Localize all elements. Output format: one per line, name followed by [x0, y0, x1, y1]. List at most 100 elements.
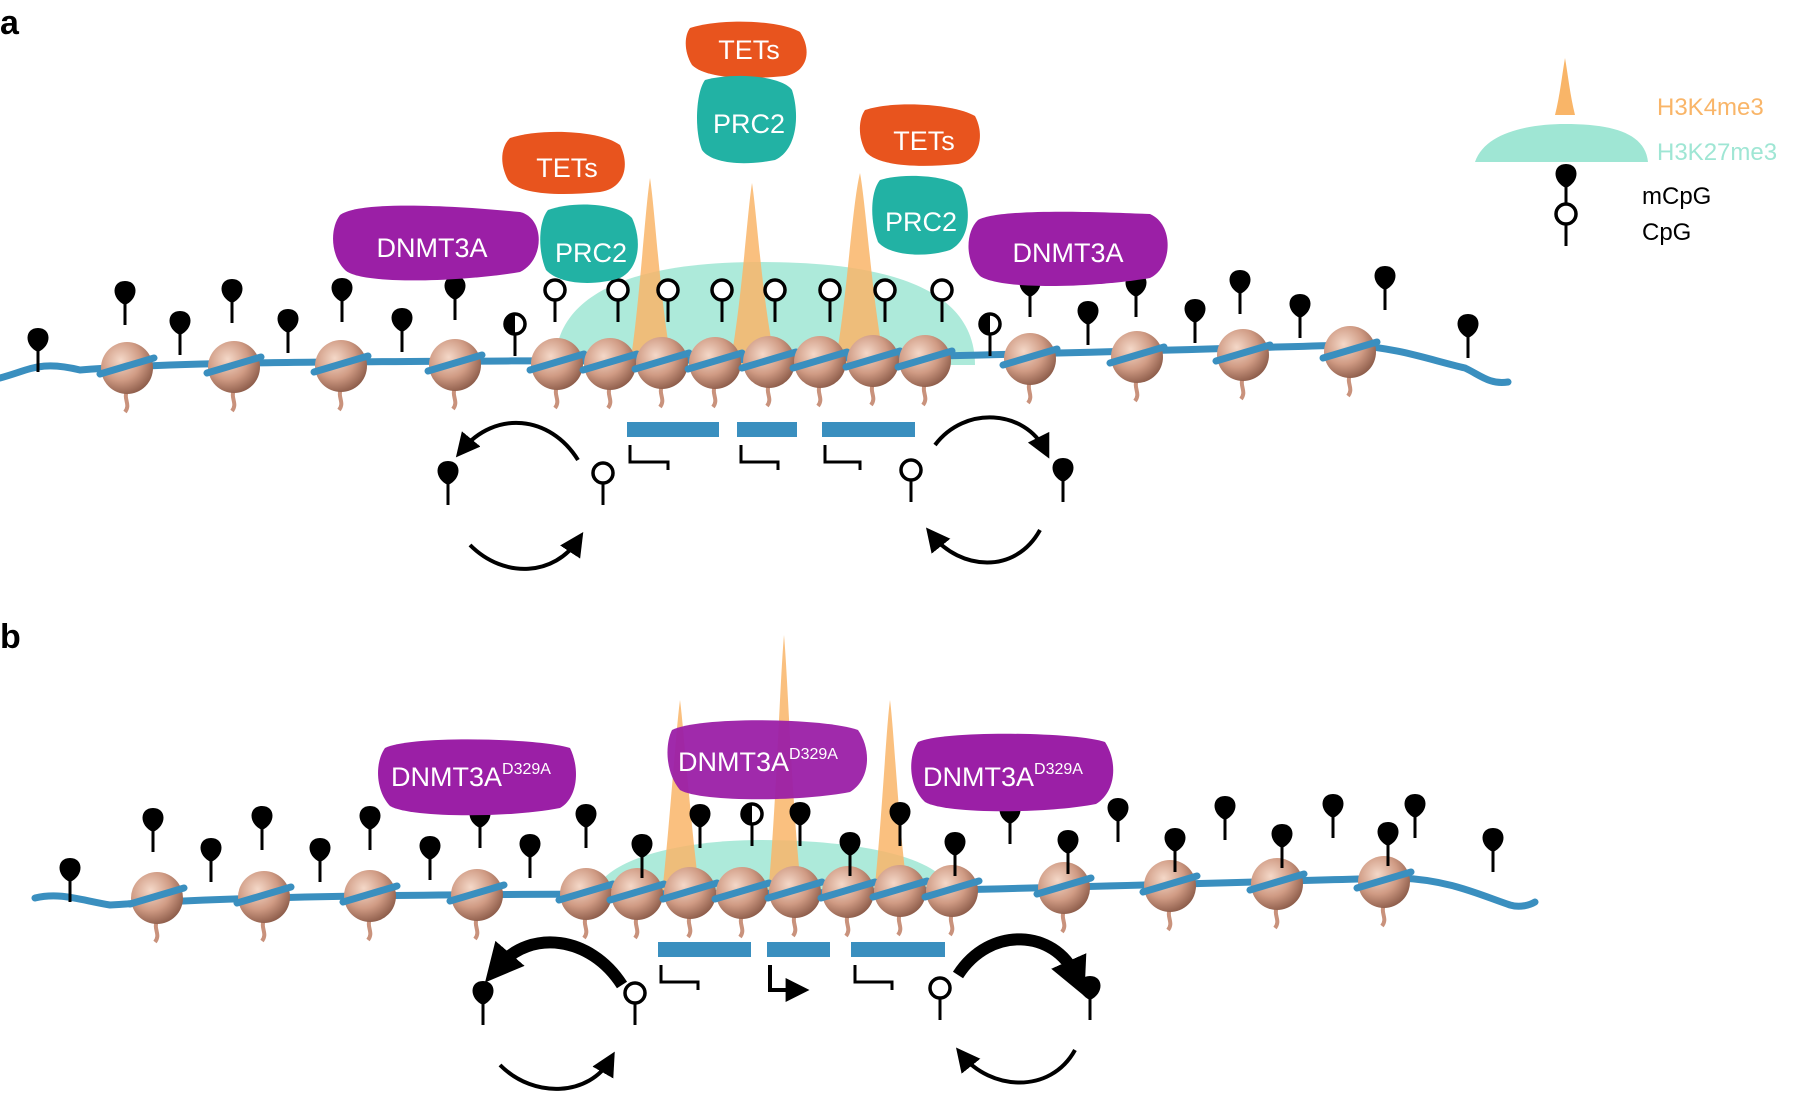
dnmt3a-label: DNMT3A [1012, 238, 1123, 268]
nucleosome-icon [1033, 862, 1095, 934]
h3k4me3-legend-swatch [1555, 58, 1575, 115]
gene-region-a [627, 422, 915, 470]
methylated-cpg-icon [1077, 301, 1099, 345]
hemimethylated-cpg-icon [978, 312, 1002, 356]
dnmt3a-mutant-protein-center-b: DNMT3AD329A [667, 720, 868, 800]
nucleosome-icon [555, 868, 617, 940]
cycle-arrow-icon [498, 1051, 615, 1091]
h3k4me3-legend-label: H3K4me3 [1657, 94, 1764, 121]
transcription-start-site-icon [853, 965, 894, 990]
nucleosome-icon [526, 338, 588, 410]
unmethylated-cpg-icon [606, 278, 630, 322]
methylated-cpg-icon [221, 279, 243, 323]
nucleosome-icon [310, 340, 372, 412]
nucleosome-icon [842, 335, 904, 407]
nucleosome-row-b [126, 856, 1415, 944]
nucleosome-icon [233, 871, 295, 943]
nucleosome-icon [96, 342, 158, 414]
panel-a: DNMT3A DNMT3A TETs PRC2 TETs PRC2 TETs [0, 21, 1512, 571]
hemimethylated-cpg-icon [740, 802, 764, 846]
methylated-cpg-icon [631, 834, 653, 878]
h3k4me3-peak-b3 [874, 700, 908, 895]
nucleosome-icon [789, 336, 851, 408]
panel-a-letter: a [0, 4, 20, 42]
transcription-start-site-icon [628, 445, 670, 470]
nucleosome-icon [1139, 860, 1201, 932]
nucleosome-icon [684, 337, 746, 409]
nucleosome-icon [606, 868, 668, 940]
nucleosome-icon [126, 872, 188, 944]
methylated-cpg-icon [444, 276, 466, 320]
methylated-cpg-icon [1079, 976, 1101, 1020]
tets-label: TETs [893, 126, 955, 156]
dnmt3a-label: DNMT3A [376, 233, 487, 263]
unmethylated-cpg-icon [543, 278, 567, 322]
methylated-cpg-icon [889, 802, 911, 846]
nucleosome-icon [1212, 329, 1274, 401]
nucleosome-icon [424, 339, 486, 411]
cycle-arrow-icon [955, 1047, 1077, 1085]
methylated-cpg-icon [575, 804, 597, 848]
prc2-label: PRC2 [555, 238, 627, 268]
unmethylated-cpg-icon [656, 278, 680, 322]
methylated-cpg-icon [114, 281, 136, 325]
methylated-cpg-icon [277, 309, 299, 353]
methylated-cpg-icon [437, 461, 459, 505]
methylated-cpg-icon [27, 328, 49, 372]
methylated-cpg-icon [1184, 299, 1206, 343]
cpg-legend-label: CpG [1642, 219, 1691, 246]
methylated-cpg-icon [1271, 824, 1293, 868]
methylated-cpg-icon [1457, 314, 1479, 358]
methylated-cpg-icon [1482, 828, 1504, 872]
nucleosome-icon [738, 336, 800, 408]
methylation-cycle-left-a [455, 420, 584, 571]
dnmt3a-mutant-label: DNMT3AD329A [923, 761, 1083, 792]
methylated-cpg-icon [519, 834, 541, 878]
h3k4me3-peak-a1 [630, 178, 672, 365]
methylated-cpg-icon [839, 832, 861, 876]
legend: H3K4me3 H3K27me3 mCpG CpG [1475, 58, 1777, 246]
nucleosome-icon [631, 337, 693, 409]
dnmt3a-mutant-protein-left-b: DNMT3AD329A [378, 739, 576, 816]
unmethylated-cpg-icon [899, 458, 923, 502]
methylated-cpg-icon [331, 278, 353, 322]
dnmt3a-mutant-label: DNMT3AD329A [678, 746, 838, 777]
prc2-protein-right-a: PRC2 [872, 175, 968, 255]
methylated-cpg-icon [1052, 458, 1074, 502]
nucleosome-icon [764, 866, 826, 938]
tets-label: TETs [718, 35, 780, 65]
nucleosome-icon [1319, 326, 1381, 398]
unmethylated-cpg-icon [763, 278, 787, 322]
methylated-cpg-icon [1289, 294, 1311, 338]
methylated-cpg-icon [169, 311, 191, 355]
methylation-cycle-right-b [952, 933, 1087, 1085]
nucleosome-icon [1246, 858, 1308, 930]
unmethylated-cpg-icon [928, 976, 952, 1020]
nucleosome-icon [921, 865, 983, 937]
unmethylated-cpg-icon [930, 278, 954, 322]
h3k27me3-legend-swatch [1475, 124, 1648, 162]
methylated-cpg-icon [309, 838, 331, 882]
tets-protein-right-a: TETs [859, 104, 980, 166]
methylated-cpg-icon [1107, 798, 1129, 842]
methylated-cpg-icon [1404, 794, 1426, 838]
gene-region-b [658, 942, 945, 1002]
methylated-cpg-icon [391, 308, 413, 352]
methylated-cpg-icon [472, 981, 494, 1025]
nucleosome-icon [446, 869, 508, 941]
methylated-cpg-icon [789, 802, 811, 846]
transcription-start-site-icon [739, 445, 780, 470]
nucleosome-icon [711, 867, 773, 939]
h3k4me3-peak-a2 [730, 183, 776, 365]
unmethylated-cpg-icon [873, 278, 897, 322]
cpg-row-b [59, 794, 1504, 902]
nucleosome-icon [1106, 331, 1168, 403]
methylated-cpg-icon [1057, 830, 1079, 874]
cycle-arrow-icon [933, 415, 1050, 459]
dnmt3a-protein-left-a: DNMT3A [333, 205, 539, 281]
cycle-arrow-icon [952, 933, 1087, 997]
transcription-start-site-icon [659, 965, 700, 990]
nucleosome-icon [659, 867, 721, 939]
prc2-label: PRC2 [713, 109, 785, 139]
